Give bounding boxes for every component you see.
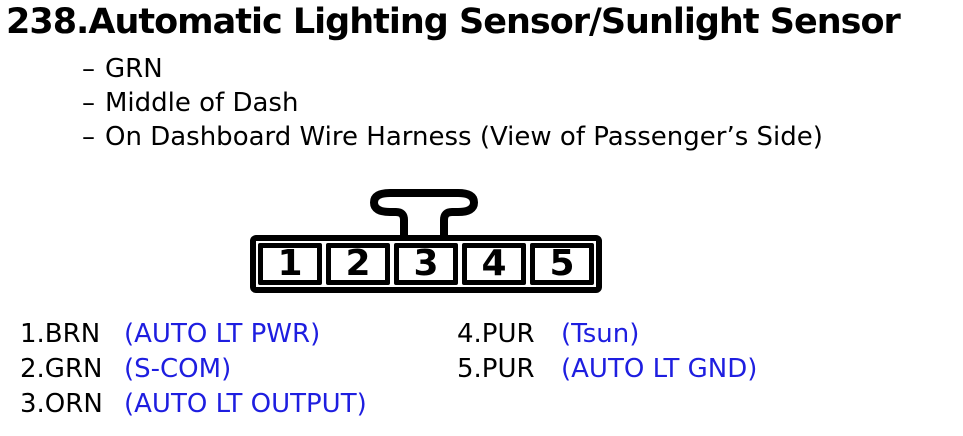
pin-number: 3 [413,243,439,284]
note-item: –On Dashboard Wire Harness (View of Pass… [82,120,823,154]
pin-wire-label: 5.PUR [457,354,535,384]
note-item: –Middle of Dash [82,86,823,120]
pin-wire-label: 4.PUR [457,319,535,349]
note-dash: – [82,54,95,84]
note-item: –GRN [82,52,823,86]
pin-number: 4 [481,243,507,284]
pin-cell-1: 1 [258,243,322,285]
pin-cell-4: 4 [462,243,526,285]
pinout-right-column: 4.PUR (Tsun) 5.PUR (AUTO LT GND) [457,317,757,387]
pin-function-label: (Tsun) [561,319,640,349]
pin-wire-label: 1.BRN [20,319,101,349]
pin-number: 1 [277,243,303,284]
pin-cell-3: 3 [394,243,458,285]
pinout-entry: 4.PUR (Tsun) [457,317,757,352]
note-text: On Dashboard Wire Harness (View of Passe… [105,122,823,152]
pin-number: 5 [549,243,575,284]
pinout-left-column: 1.BRN (AUTO LT PWR) 2.GRN (S-COM) 3.ORN (AU… [20,317,367,422]
pin-cell-5: 5 [530,243,594,285]
note-text: Middle of Dash [105,88,299,118]
pin-function-label: (AUTO LT GND) [561,354,758,384]
notes-list: –GRN –Middle of Dash –On Dashboard Wire … [82,52,823,154]
page-title: 238.Automatic Lighting Sensor/Sunlight S… [6,2,901,42]
pin-function-label: (AUTO LT OUTPUT) [124,389,367,419]
note-dash: – [82,88,95,118]
pin-function-label: (S-COM) [124,354,232,384]
pin-cell-2: 2 [326,243,390,285]
connector-body: 1 2 3 4 5 [250,235,602,293]
note-dash: – [82,122,95,152]
connector-latch-icon [370,189,478,240]
pin-wire-label: 3.ORN [20,389,103,419]
pin-wire-label: 2.GRN [20,354,103,384]
pinout-entry: 3.ORN (AUTO LT OUTPUT) [20,387,367,422]
pinout-entry: 2.GRN (S-COM) [20,352,367,387]
note-text: GRN [105,54,163,84]
pin-number: 2 [345,243,371,284]
pinout-entry: 5.PUR (AUTO LT GND) [457,352,757,387]
pin-function-label: (AUTO LT PWR) [124,319,321,349]
pinout-entry: 1.BRN (AUTO LT PWR) [20,317,367,352]
